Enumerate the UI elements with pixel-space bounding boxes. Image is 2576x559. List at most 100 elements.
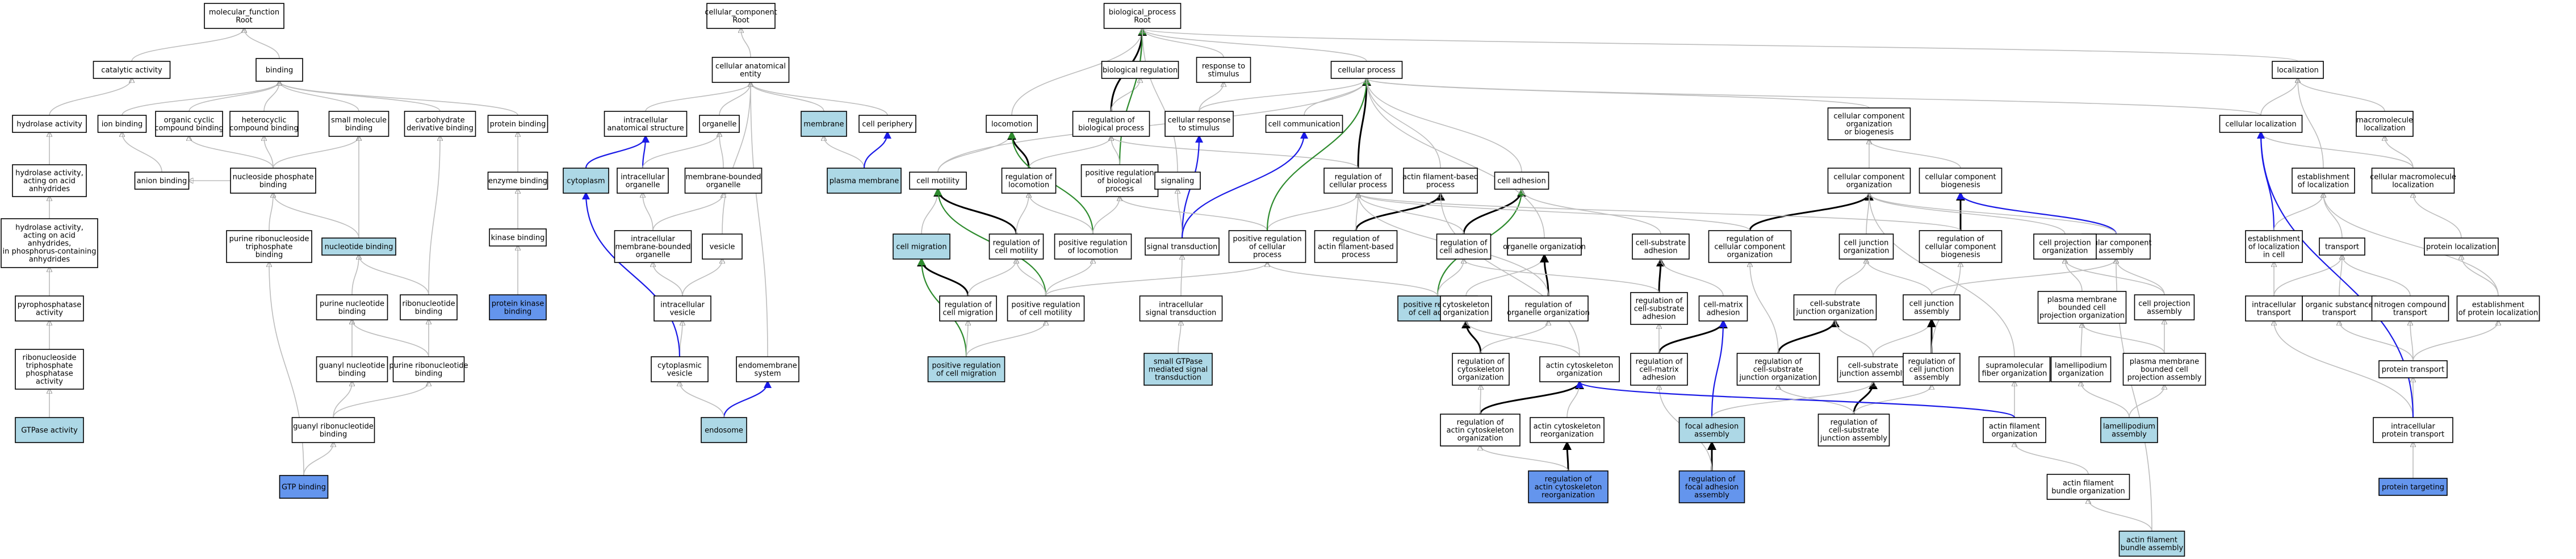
node-ntpase[interactable]: ribonucleosidetriphosphatephosphataseact… <box>15 349 84 390</box>
node-cmig[interactable]: cell migration <box>893 233 950 260</box>
node-cloc[interactable]: cellular localization <box>2219 115 2303 133</box>
node-endosome[interactable]: endosome <box>701 417 747 443</box>
node-binding[interactable]: binding <box>255 58 303 82</box>
node-gtpase[interactable]: GTPase activity <box>15 417 84 443</box>
node-prottarg[interactable]: protein targeting <box>2378 478 2448 496</box>
node-enzbind[interactable]: enzyme binding <box>487 172 548 190</box>
node-cytoplasm[interactable]: cytoplasm <box>563 168 609 194</box>
node-ionbind[interactable]: ion binding <box>97 115 147 133</box>
node-hydphos[interactable]: hydrolase activity,acting on acidanhydri… <box>1 218 98 268</box>
node-ccomm[interactable]: cell communication <box>1265 115 1343 133</box>
node-nucbind[interactable]: nucleotide binding <box>321 237 396 256</box>
node-kinbind[interactable]: kinase binding <box>489 228 547 247</box>
node-orgorg[interactable]: organelle organization <box>1503 237 1586 256</box>
node-signaling[interactable]: signaling <box>1154 172 1201 190</box>
node-cellperi[interactable]: cell periphery <box>858 115 916 133</box>
node-prottrans[interactable]: protein transport <box>2378 360 2448 378</box>
node-local[interactable]: localization <box>2272 61 2324 79</box>
node-membrane[interactable]: membrane <box>801 111 847 137</box>
node-vesicle[interactable]: vesicle <box>702 233 743 260</box>
node-organelle[interactable]: organelle <box>699 115 740 133</box>
node-protloc[interactable]: protein localization <box>2424 237 2499 256</box>
node-anion[interactable]: anion binding <box>134 172 190 190</box>
node-gtpbind[interactable]: GTP binding <box>279 475 329 499</box>
node-loco[interactable]: locomotion <box>986 115 1038 133</box>
node-transport[interactable]: transport <box>2319 237 2365 256</box>
node-cellproc[interactable]: cellular process <box>1330 61 1403 79</box>
node-hydanh[interactable]: hydrolase activity,acting on acidanhydri… <box>12 164 87 197</box>
